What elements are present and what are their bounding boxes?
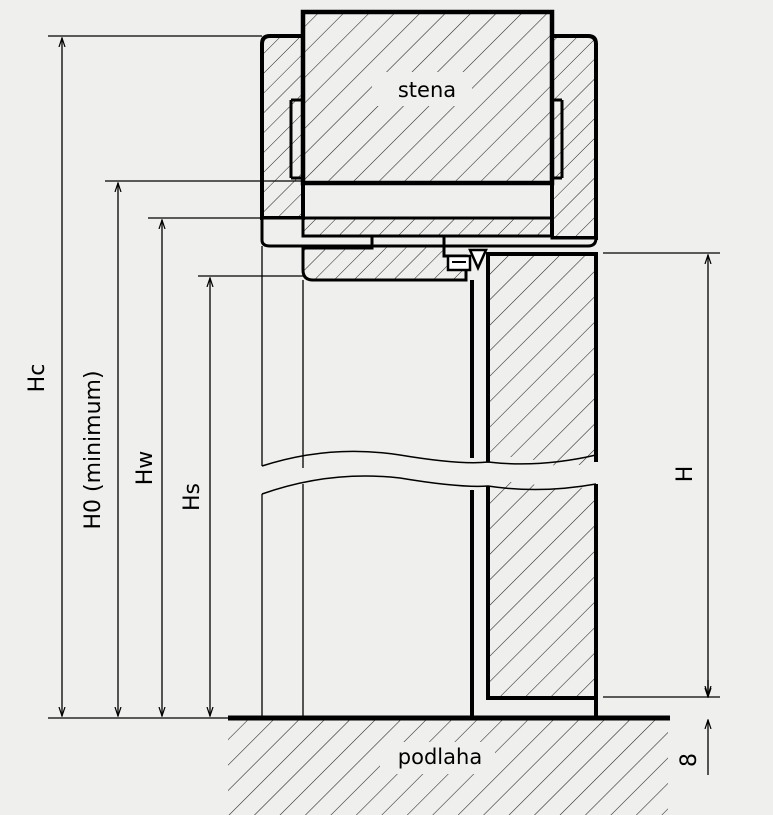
dimension-hc: Hc	[25, 38, 62, 716]
extension-lines	[48, 35, 720, 719]
floor-label: podlaha	[398, 745, 482, 769]
dimension-hs: Hs	[180, 278, 210, 716]
h0-label: H0 (minimum)	[81, 370, 106, 529]
wall-label: stena	[398, 78, 456, 102]
floor-section: podlaha	[228, 715, 670, 815]
gap-label: 8	[677, 753, 702, 767]
dimension-hw: Hw	[133, 220, 162, 716]
dimension-h0: H0 (minimum)	[81, 183, 118, 716]
frame-header	[301, 244, 488, 282]
dimension-h: H	[673, 255, 708, 695]
wall-section: stena	[300, 9, 555, 186]
h-label: H	[673, 466, 698, 483]
opening-lines	[261, 246, 304, 718]
hs-label: Hs	[180, 483, 205, 511]
hc-label: Hc	[25, 364, 50, 393]
hw-label: Hw	[133, 451, 158, 486]
dimension-gap: 8	[677, 680, 708, 775]
door-leaf	[261, 252, 598, 718]
